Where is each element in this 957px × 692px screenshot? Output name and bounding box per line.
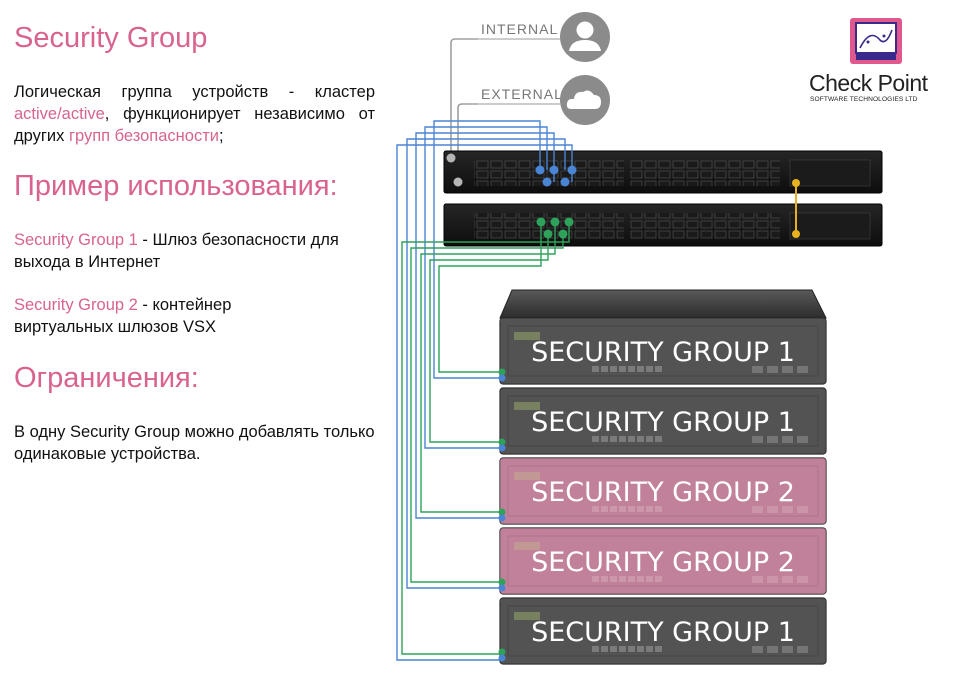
stack-top-lid: [499, 289, 827, 319]
usage-item-2-text: - контейнер виртуальных шлюзов VSX: [14, 296, 232, 336]
usage-item-1-text: - Шлюз безопасности для выхода в Интерне…: [14, 231, 339, 271]
appliance-stack: SECURITY GROUP 1 SECURITY GROUP 1 SECURITY…: [498, 289, 827, 665]
page-title: Security Group: [14, 22, 208, 54]
internal-network: INTERNAL: [478, 12, 610, 62]
uplink-lines: [450, 38, 478, 182]
usage-heading: Пример использования:: [14, 170, 338, 202]
appliance-4-label: SECURITY GROUP 2: [531, 547, 795, 578]
external-network: EXTERNAL: [478, 75, 610, 125]
usage-item-2-name: Security Group 2: [14, 296, 138, 314]
limits-heading: Ограничения:: [14, 362, 199, 394]
appliance-green-port: [498, 438, 506, 446]
blue-switch-ports: [535, 165, 577, 187]
appliance-2-label: SECURITY GROUP 1: [531, 407, 795, 438]
green-switch-ports: [536, 217, 574, 239]
logo-subtitle: SOFTWARE TECHNOLOGIES LTD: [810, 96, 918, 103]
usage-item-2: Security Group 2 - контейнер виртуальных…: [14, 294, 284, 338]
limits-text: В одну Security Group можно добавлять то…: [14, 423, 375, 463]
intro-highlight-active: active/active: [14, 105, 105, 123]
appliance-blue-port: [498, 584, 506, 592]
appliance-2: SECURITY GROUP 1: [498, 387, 827, 455]
appliance-5: SECURITY GROUP 1: [498, 597, 827, 665]
blue-links: [396, 120, 573, 661]
appliance-blue-port: [498, 444, 506, 452]
appliance-3: SECURITY GROUP 2: [498, 457, 827, 525]
intro-text-1: Логическая группа устройств - кластер: [14, 83, 375, 101]
usage-item-1: Security Group 1 - Шлюз безопасности для…: [14, 229, 359, 273]
intro-text-2: , функционирует независимо от других: [14, 105, 375, 145]
lower-switch: [443, 203, 883, 247]
intro-paragraph: Логическая группа устройств - кластер ac…: [14, 81, 375, 147]
upper-switch: [443, 150, 883, 194]
appliance-green-port: [498, 578, 506, 586]
intro-text-3: ;: [218, 127, 224, 145]
external-label: EXTERNAL: [481, 86, 563, 102]
check-point-emblem-icon: [850, 18, 902, 64]
appliance-blue-port: [498, 654, 506, 662]
appliance-blue-port: [498, 374, 506, 382]
user-icon: [560, 12, 610, 62]
appliance-1: SECURITY GROUP 1: [498, 317, 827, 385]
appliance-green-port: [498, 648, 506, 656]
usage-item-1-name: Security Group 1: [14, 231, 138, 249]
internal-label: INTERNAL: [481, 21, 558, 37]
appliance-green-port: [498, 508, 506, 516]
cloud-icon: [560, 75, 610, 125]
logo-wordmark: Check Point: [809, 70, 928, 96]
appliance-green-port: [498, 368, 506, 376]
check-point-logo: Check Point SOFTWARE TECHNOLOGIES LTD: [806, 18, 951, 108]
switch-port-external: [453, 177, 463, 187]
intro-highlight-groups: групп безопасности: [68, 127, 219, 145]
green-links: [401, 222, 570, 655]
switch-port-internal: [446, 153, 456, 163]
appliance-5-label: SECURITY GROUP 1: [531, 617, 795, 648]
appliance-1-label: SECURITY GROUP 1: [531, 337, 795, 368]
appliance-blue-port: [498, 514, 506, 522]
appliance-4: SECURITY GROUP 2: [498, 527, 827, 595]
appliance-3-label: SECURITY GROUP 2: [531, 477, 795, 508]
